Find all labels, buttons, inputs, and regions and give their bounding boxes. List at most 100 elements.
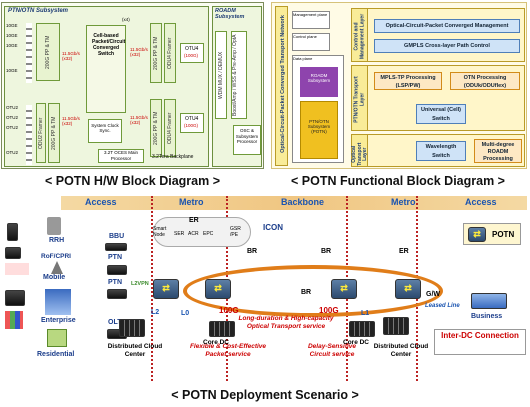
- enterprise-label: Enterprise: [41, 317, 76, 324]
- card-pp-tm-top-left: 200G PP & TM: [36, 23, 60, 81]
- layer-name: Control and Management Layer: [353, 13, 366, 60]
- port-10ge: 10GE: [6, 23, 18, 28]
- br-label: BR: [247, 248, 258, 255]
- card-framer-right-top: ODU4 Framer: [164, 23, 176, 83]
- dc-label: Core DC: [343, 339, 370, 346]
- rof-label: RoF/CPRI: [41, 253, 71, 260]
- port-otu2: OTU2: [6, 125, 19, 130]
- cloud-item: GSR /PE: [230, 226, 241, 238]
- port-otu2: OTU2: [6, 150, 19, 155]
- tv-icon: [5, 247, 21, 259]
- left-service-text: Flexible & Cost-Effective Packet service: [189, 343, 267, 358]
- ptn-device-icon: [107, 289, 127, 299]
- func-item: OTN Processing (ODUk/ODUflex): [450, 72, 520, 90]
- port-column-top: 10GE 10GE 10GE 10GE: [6, 23, 24, 83]
- plane-label: Data plane: [293, 56, 313, 61]
- otu4-bottom-label: OTU4: [185, 116, 199, 122]
- ptn-label: PTN: [108, 254, 122, 261]
- plane-label: Management plane: [293, 12, 328, 17]
- hw-block-diagram: PTN/OTN Subsystem 10GE 10GE 10GE 10GE OT…: [1, 2, 264, 169]
- subsystem-title: PTN/OTN Subsystem: [8, 8, 69, 14]
- layer-name: Optical Transport Layer: [350, 142, 368, 166]
- segment-label: Access: [465, 197, 497, 207]
- otu4-top-sub: (100G): [184, 53, 199, 58]
- main-processor-label: 3.2T OCES Main Processor: [104, 150, 138, 161]
- dc-icon: [383, 317, 409, 335]
- cloud-item: SER: [174, 231, 185, 237]
- mobile-tower-icon: [51, 261, 63, 274]
- func-item: Multi-degree ROADM Processing: [474, 139, 522, 163]
- backbone-ring: [183, 265, 443, 317]
- er-label-right: ER: [399, 248, 409, 255]
- cloud-item: Smart Node: [153, 226, 167, 238]
- potn-switch[interactable]: [205, 279, 231, 299]
- potn-switch[interactable]: [153, 279, 179, 299]
- hw-caption: < POTN H/W Block Diagram >: [44, 174, 221, 188]
- card-pp-tm-bottom-left: 200G PP & TM: [48, 103, 60, 163]
- main-processor: [98, 149, 144, 163]
- card-pp-tm-bottom-right: 200G PP & TM: [150, 99, 162, 157]
- l2vpn-label: L2VPN: [131, 281, 149, 287]
- card-framer-left: ODU2 Framer: [36, 103, 46, 163]
- roadm-title: ROADM Subsystem: [215, 8, 245, 20]
- func-item: Universal (Cell) Switch: [416, 104, 466, 124]
- phone-icon: [7, 223, 18, 241]
- link-l2: L2: [151, 309, 160, 316]
- otu4-top: [180, 43, 204, 63]
- cloud-item: EPC: [203, 231, 214, 237]
- er-cloud: [153, 217, 251, 247]
- layer-optical: Optical Transport Layer Wavelength Switc…: [351, 134, 525, 167]
- osc-label: OSC & Subsystem Processor: [235, 128, 259, 144]
- inner-box-label: PTN/OTN Subsystem (POTN): [307, 119, 331, 134]
- fabric-label: Cell-based Packet/Circuit Converged Swit…: [92, 33, 126, 57]
- potn-switch[interactable]: [395, 279, 421, 299]
- potn-icon: [468, 227, 486, 242]
- dc-icon: [119, 319, 145, 337]
- backplane-label: 3.2Tera Backplane: [152, 154, 194, 160]
- plane-label: Control plane: [293, 34, 317, 39]
- port-10ge: 10GE: [6, 68, 18, 73]
- osc-processor: [233, 125, 261, 155]
- residential-icon: [47, 329, 67, 347]
- card-pp-tm-top-right: 200G PP & TM: [150, 23, 162, 83]
- residential-label: Residential: [37, 351, 75, 358]
- rrh-label: RRH: [49, 237, 65, 244]
- func-item: MPLS-TP Processing (LSP/PW): [374, 72, 442, 90]
- legend: POTN: [463, 223, 521, 245]
- port-10ge: 10GE: [6, 33, 18, 38]
- link-label: 11.5Gb/s (x32): [130, 115, 148, 125]
- link-label: 11.5Gb/s (x32): [62, 116, 80, 126]
- dc-label: Core DC: [203, 339, 230, 346]
- otu4-bottom: [180, 113, 204, 133]
- functional-block-diagram: Optical-Circuit-Packet Converged Transpo…: [271, 2, 527, 169]
- business-label: Business: [471, 313, 503, 320]
- func-caption: < POTN Functional Block Diagram >: [291, 174, 505, 188]
- layer-control: Control and Management Layer Optical-Cir…: [351, 8, 525, 62]
- segment-label: Backbone: [281, 197, 325, 207]
- otu4-top-label: OTU4: [185, 46, 199, 52]
- wdm-mux: WDM MUX / DEMUX: [215, 31, 227, 119]
- bbu-icon: [105, 243, 127, 251]
- port-otu2: OTU2: [6, 105, 19, 110]
- cloud-item: ACR: [188, 231, 199, 237]
- ptn-label: PTN: [108, 279, 122, 286]
- leased-label: Leased Line: [425, 303, 460, 309]
- roadm-panel: ROADM Subsystem WDM MUX / DEMUX Boost/Am…: [212, 6, 262, 167]
- legend-label: POTN: [492, 230, 515, 239]
- link-l0: L0: [181, 310, 190, 317]
- dc-icon: [209, 321, 235, 337]
- deployment-scenario: Access Metro Backbone Metro Access POTN …: [1, 193, 529, 385]
- segment-label: Access: [85, 197, 117, 207]
- potn-switch[interactable]: [331, 279, 357, 299]
- clock-sync: [88, 119, 122, 143]
- icon-label: ICON: [263, 223, 283, 232]
- skb-logo: [5, 263, 29, 275]
- vertical-label-box: Optical-Circuit-Packet Converged Transpo…: [275, 6, 288, 166]
- right-service-text: Delay-Sensitive Circuit service: [307, 343, 357, 358]
- layer-ptn-otn: PTN/OTN Transport Layer MPLS-TP Processi…: [351, 65, 525, 131]
- olt-label: OLT: [108, 319, 122, 326]
- fabric-x4: (x4): [122, 17, 130, 22]
- inter-dc-label: Inter-DC Connection: [441, 331, 519, 340]
- port-10ge: 10GE: [6, 43, 18, 48]
- switch-fabric: [86, 25, 126, 113]
